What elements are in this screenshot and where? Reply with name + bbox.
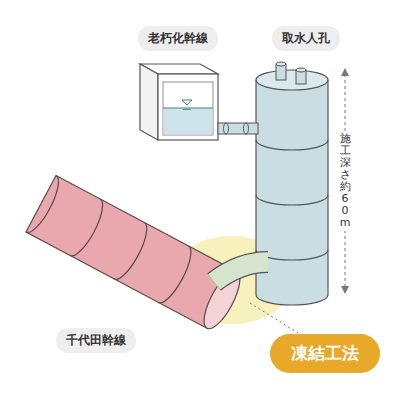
trunk-label: 老朽化幹線 — [138, 26, 218, 51]
leader-line — [250, 303, 306, 338]
trunk-label: 千代田幹線 — [56, 328, 136, 353]
method-name: 凍結工法 — [291, 342, 359, 365]
small-pipe — [218, 123, 258, 134]
trunk-pipe — [26, 176, 247, 334]
connecting-pipe — [214, 262, 268, 282]
shaft-label: 取水人孔 — [272, 26, 340, 51]
connecting-pipe-outline — [214, 262, 268, 282]
old-trunk-box — [140, 64, 218, 140]
method-badge: 凍結工法 — [270, 334, 380, 373]
depth-label: 施工深さ約60m — [339, 131, 352, 232]
